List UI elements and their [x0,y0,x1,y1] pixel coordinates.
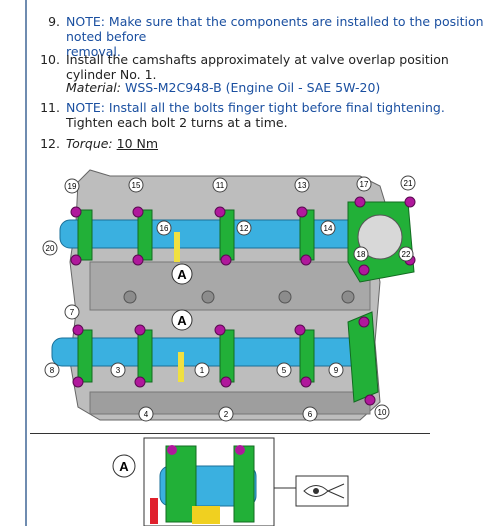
eye-icon [303,483,345,499]
step-text: Tighten each bolt 2 turns at a time. [66,115,288,130]
step-number: 12. [40,136,60,151]
svg-text:15: 15 [132,181,141,190]
torque-label: Torque: [66,136,113,151]
svg-text:2: 2 [224,410,229,419]
upper-bearing-caps [77,209,315,261]
step-number: 10. [40,52,60,67]
cap-bore [357,214,403,260]
callout: 7 [64,304,80,320]
svg-text:9: 9 [334,366,339,375]
svg-text:8: 8 [50,366,55,375]
view-a-marker-upper: A [171,263,193,285]
detail-view-a: A [112,437,349,526]
figure-divider [30,433,430,434]
callout: 3 [110,362,126,378]
svg-text:17: 17 [360,180,369,189]
callout: 9 [328,362,344,378]
detail-yellow-marker [192,506,220,524]
callout: 2 [218,406,234,422]
note-text: NOTE: Install all the bolts finger tight… [66,100,445,115]
callout: 12 [236,220,252,236]
note-line-2: removal. [66,44,121,59]
step-text: Install the camshafts approximately at v… [66,52,449,82]
callout: 11 [212,177,228,193]
callout: 14 [320,220,336,236]
callout: 21 [400,175,416,191]
svg-text:19: 19 [68,182,77,191]
bolts [70,196,416,406]
detail-bolt [235,445,245,455]
callout: 15 [128,177,144,193]
detail-cap-2 [233,445,255,523]
view-a-marker-lower: A [171,309,193,331]
timing-mark-lower [178,352,184,382]
callout: 20 [42,240,58,256]
svg-text:1: 1 [200,366,205,375]
detail-red-marker [150,498,158,524]
svg-text:12: 12 [240,224,249,233]
step-number: 11. [40,100,60,115]
material-label: Material: [66,80,121,95]
timing-mark-upper [174,232,180,262]
svg-text:5: 5 [282,366,287,375]
spark-plug-bores [123,290,355,304]
svg-text:A: A [119,459,129,474]
detail-a-label: A [112,454,136,478]
svg-text:18: 18 [357,250,366,259]
callout: 19 [64,178,80,194]
note-text: NOTE: Make sure that the components are … [66,14,496,59]
callout: 10 [374,404,390,420]
callout: 13 [294,177,310,193]
callouts: 19 15 11 13 17 21 16 12 14 20 18 22 7 8 … [42,175,416,422]
step-number: 9. [48,14,60,29]
detail-cap [165,445,197,523]
material-value[interactable]: WSS-M2C948-B (Engine Oil - SAE 5W-20) [124,80,381,95]
svg-text:A: A [177,267,187,282]
valve-cover-rail [89,261,371,311]
callout: 5 [276,362,292,378]
svg-text:3: 3 [116,366,121,375]
svg-text:20: 20 [46,244,55,253]
callout: 8 [44,362,60,378]
note-line-1: NOTE: Make sure that the components are … [66,14,484,44]
svg-text:14: 14 [324,224,333,233]
svg-text:6: 6 [308,410,313,419]
camshaft-installation-figure: A A 19 15 11 13 17 21 16 12 14 20 18 22 … [42,169,416,422]
callout: 18 [353,246,369,262]
callout: 4 [138,406,154,422]
callout: 22 [398,246,414,262]
callout: 6 [302,406,318,422]
svg-text:A: A [177,313,187,328]
detail-bolt [167,445,177,455]
callout: 1 [194,362,210,378]
svg-text:7: 7 [70,308,75,317]
callout: 17 [356,176,372,192]
svg-text:10: 10 [378,408,387,417]
torque-value[interactable]: 10 Nm [116,136,159,151]
callout: 16 [156,220,172,236]
svg-text:13: 13 [298,181,307,190]
left-margin-bar [25,0,27,526]
svg-text:22: 22 [402,250,411,259]
svg-text:16: 16 [160,224,169,233]
svg-text:11: 11 [216,181,225,190]
lower-camshaft [51,337,363,367]
svg-text:21: 21 [404,179,413,188]
svg-text:4: 4 [144,410,149,419]
